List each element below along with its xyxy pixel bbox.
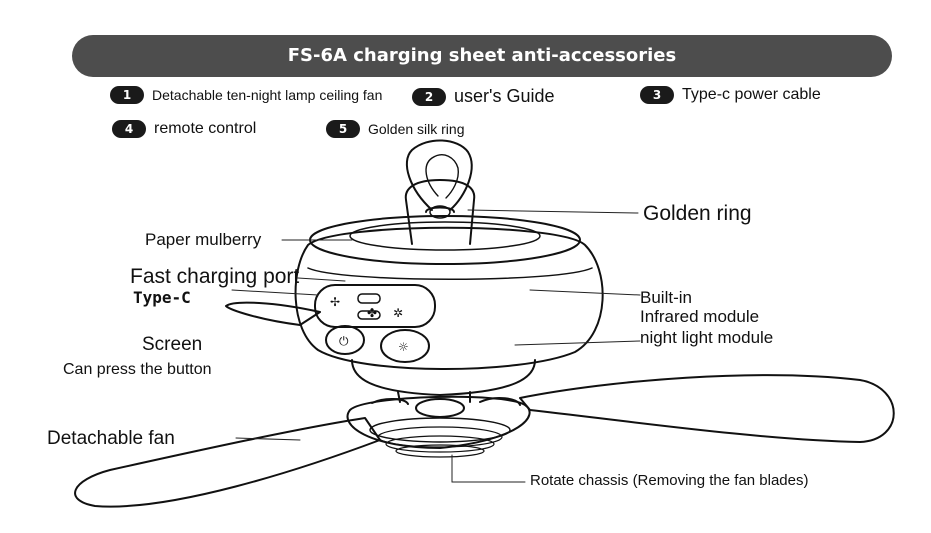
accessory-label-1: Detachable ten-night lamp ceiling fan [152,87,383,103]
fan-speed-icon: ✢ [330,295,340,309]
number-badge-2: 2 [412,87,446,106]
accessory-label-5: Golden silk ring [368,121,465,137]
callout-paper-mulberry: Paper mulberry [145,230,262,249]
rotate-chassis [346,395,531,449]
rear-fan-blade [225,301,321,326]
power-icon: ⏻ [339,334,349,348]
accessory-item-1: 1 Detachable ten-night lamp ceiling fan [110,86,382,104]
title-banner: FS-6A charging sheet anti-accessories [72,35,892,77]
fan-mode-icon: ✤ [367,306,377,320]
ring-holder [404,179,476,245]
callout-type-c: Type-C [133,288,191,307]
callout-screen: Screen [142,334,203,355]
number-badge-4: 4 [112,120,146,138]
power-button [325,325,365,355]
callout-fast-charging-port: Fast charging port [130,265,300,288]
callout-built-in: Built-in [640,288,692,307]
accessory-item-5: 5 Golden silk ring [326,120,465,138]
left-fan-blade [74,417,381,508]
callout-detachable-fan: Detachable fan [47,428,175,449]
accessory-item-4: 4 remote control [112,120,256,138]
light-button [380,329,430,363]
callout-night-light-module: night light module [640,328,774,347]
number-badge-1: 1 [110,86,144,104]
sun-icon: ✲ [393,306,403,320]
right-fan-blade [519,374,895,443]
accessory-item-2: 2 user's Guide [412,86,555,107]
accessory-item-3: 3 Type-c power cable [640,86,821,104]
rotate-chassis-note: (Removing the fan blades) [632,472,809,489]
lower-body [351,359,536,396]
callout-press-button: Can press the button [63,361,212,378]
golden-ring [405,139,473,211]
callout-infrared-module: Infrared module [640,307,760,326]
control-panel [314,284,436,328]
number-badge-3: 3 [640,86,674,104]
callout-rotate-chassis: Rotate chassis (Removing the fan blades) [530,472,809,489]
light-icon: ☼ [398,340,409,354]
number-badge-5: 5 [326,120,360,138]
accessory-label-3: Type-c power cable [682,86,821,103]
accessory-label-4: remote control [154,120,257,137]
rotate-chassis-label: Rotate chassis [530,472,629,489]
accessory-label-2: user's Guide [454,86,555,106]
page-title: FS-6A charging sheet anti-accessories [287,45,677,66]
callout-golden-ring: Golden ring [643,202,752,225]
